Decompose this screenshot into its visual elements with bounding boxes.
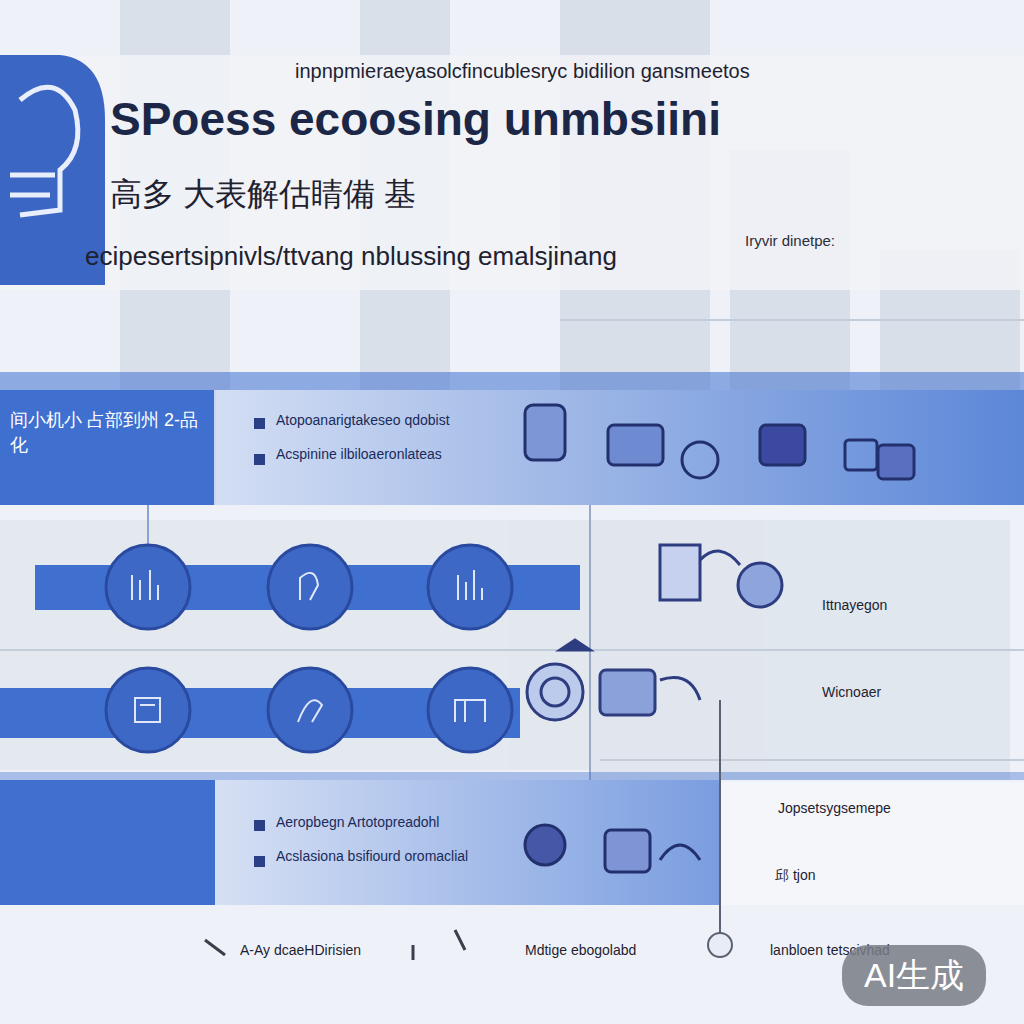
band-panel — [215, 780, 720, 905]
title: SPoess ecoosing unmbsiini — [110, 93, 721, 146]
circle-rows — [0, 545, 580, 752]
item-label: Wicnoaer — [822, 684, 881, 700]
bullet-list: Atopoanarigtakeseo qdobistAcspinine ilbi… — [272, 408, 524, 488]
item-label: Jopsetsygsemepe — [778, 800, 891, 816]
subtitle-cjk: 高多 大表解估睛備 基 — [110, 176, 416, 213]
bullet — [254, 856, 265, 867]
sketch-icons — [527, 545, 782, 720]
item-label: 邱 tjon — [775, 867, 815, 883]
watermark: AI生成 — [842, 945, 986, 1006]
band-top-edge — [0, 372, 1024, 390]
header-panel — [0, 55, 1024, 290]
footer-label: Mdtige ebogolabd — [525, 942, 636, 958]
footer-label: A-Ay dcaeHDirisien — [240, 942, 361, 958]
icons — [525, 825, 700, 872]
subtitle: ecipesertsipnivls/ttvang nblussing emals… — [85, 242, 617, 272]
node-text: Acspinine ilbiloaeronlateas — [276, 446, 520, 463]
item-label: Ittnayegon — [822, 597, 887, 613]
node-text: Acslasiona bsifiourd oromaclial — [276, 848, 530, 865]
band-left — [0, 780, 215, 905]
bullet — [254, 454, 265, 465]
bullet — [254, 820, 265, 831]
top-note: inpnpmieraeyasolcfincublesryc bidilion g… — [295, 60, 750, 83]
head-icon — [10, 87, 78, 215]
bullet — [254, 418, 265, 429]
bullet-list: Aeropbegn ArtotopreadohlAcslasiona bsifi… — [272, 810, 534, 890]
icons — [525, 405, 914, 479]
node-text: Aeropbegn Artotopreadohl — [276, 814, 530, 831]
leader-line — [719, 700, 721, 935]
band-heading: 间小机小 占部到州 2-品化 — [0, 390, 215, 505]
note: Iryvir dinetpe: — [745, 232, 835, 249]
node-text: Atopoanarigtakeseo qdobist — [276, 412, 520, 429]
building-lines — [0, 320, 1024, 760]
band-panel — [215, 390, 1024, 505]
node-text: 间小机小 占部到州 2-品化 — [10, 408, 205, 458]
band-left — [0, 390, 215, 505]
